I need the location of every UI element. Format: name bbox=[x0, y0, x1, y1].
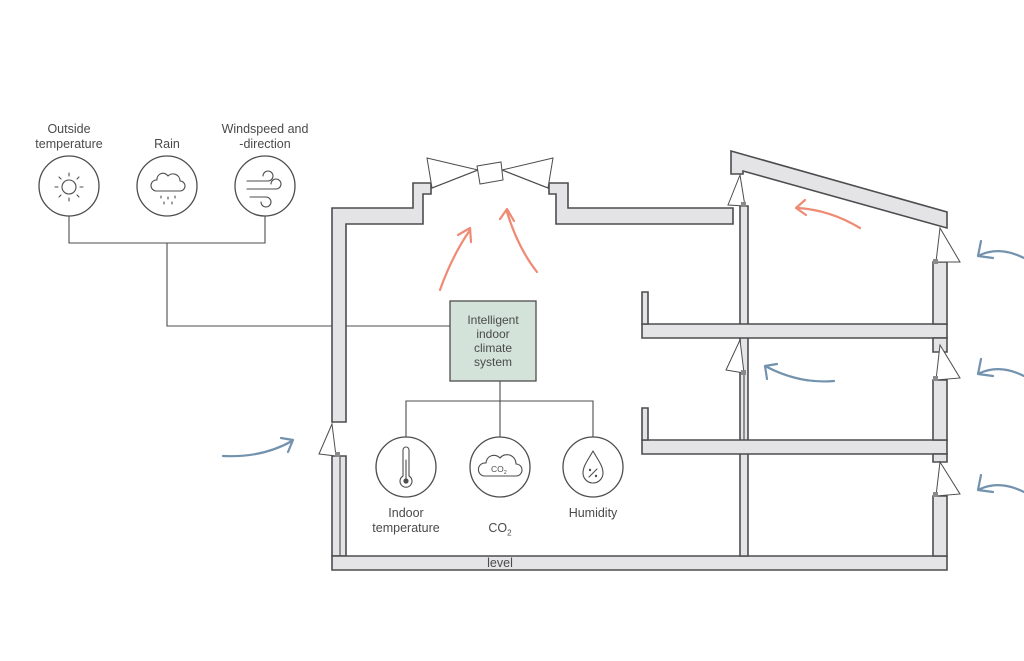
balcony-post-upper bbox=[641, 291, 649, 325]
warm-arrow-left bbox=[438, 228, 472, 292]
warm-arrow-right bbox=[505, 210, 539, 274]
sloped-roof bbox=[730, 149, 948, 230]
balcony-post-lower bbox=[641, 407, 649, 441]
thermometer-icon bbox=[399, 446, 413, 488]
climate-system-label: Intelligent indoor climate system bbox=[467, 313, 519, 369]
svg-text:CO2: CO2 bbox=[491, 464, 507, 476]
wind-sensor bbox=[234, 155, 296, 217]
right-window-top bbox=[935, 226, 961, 263]
cool-arrow-left bbox=[221, 439, 294, 458]
co2-sensor: CO2 bbox=[469, 436, 531, 498]
cool-arrow-right-bottom bbox=[978, 484, 1024, 494]
right-window-bottom bbox=[935, 460, 961, 497]
left-wall-window bbox=[318, 422, 337, 457]
humidity-sensor bbox=[562, 436, 624, 498]
rain-label: Rain bbox=[154, 137, 180, 151]
cool-arrow-right-middle bbox=[978, 368, 1024, 378]
left-wall-lower bbox=[331, 455, 347, 557]
warm-arrow-roof bbox=[796, 206, 862, 230]
windspeed-label: Windspeed and -direction bbox=[221, 122, 309, 151]
sun-icon bbox=[54, 172, 84, 202]
right-window-middle bbox=[935, 343, 961, 381]
connection-lines bbox=[68, 215, 594, 438]
ground-floor-slab bbox=[331, 555, 948, 571]
warm-air-arrows bbox=[438, 198, 862, 292]
cool-arrow-right-top bbox=[978, 250, 1024, 260]
rain-cloud-icon bbox=[150, 172, 186, 205]
floor-slab-lower bbox=[641, 439, 948, 455]
right-wall-seg-1 bbox=[932, 261, 948, 325]
climate-system-box bbox=[449, 300, 537, 382]
outside-temperature-label: Outside temperature bbox=[35, 122, 103, 151]
floor-slab-upper bbox=[641, 323, 948, 339]
left-wing-shell bbox=[331, 182, 432, 423]
indoor-temperature-label: Indoor temperature bbox=[372, 506, 440, 535]
co2-level-label: CO2 level bbox=[460, 506, 540, 571]
interior-window bbox=[725, 338, 745, 374]
windows bbox=[318, 157, 961, 497]
co2-label-main: CO bbox=[488, 521, 508, 535]
indoor-temperature-sensor bbox=[375, 436, 437, 498]
skylight-cap bbox=[476, 161, 504, 185]
cool-air-arrows bbox=[221, 239, 1024, 494]
humidity-drop-icon bbox=[582, 450, 604, 484]
humidity-label: Humidity bbox=[568, 506, 618, 520]
co2-cloud-icon: CO2 bbox=[477, 454, 523, 477]
co2-label-sub: 2 bbox=[507, 528, 512, 538]
co2-label-line2: level bbox=[487, 555, 513, 570]
right-wall-seg-3 bbox=[932, 379, 948, 441]
building bbox=[331, 149, 948, 571]
right-wall-seg-5 bbox=[932, 495, 948, 557]
wind-icon bbox=[246, 170, 282, 208]
cool-arrow-interior bbox=[765, 365, 836, 383]
rain-sensor bbox=[136, 155, 198, 217]
roof-window bbox=[727, 173, 746, 207]
right-wall-seg-4 bbox=[932, 453, 948, 463]
roof-right-segment bbox=[548, 182, 734, 225]
outside-temperature-sensor bbox=[38, 155, 100, 217]
